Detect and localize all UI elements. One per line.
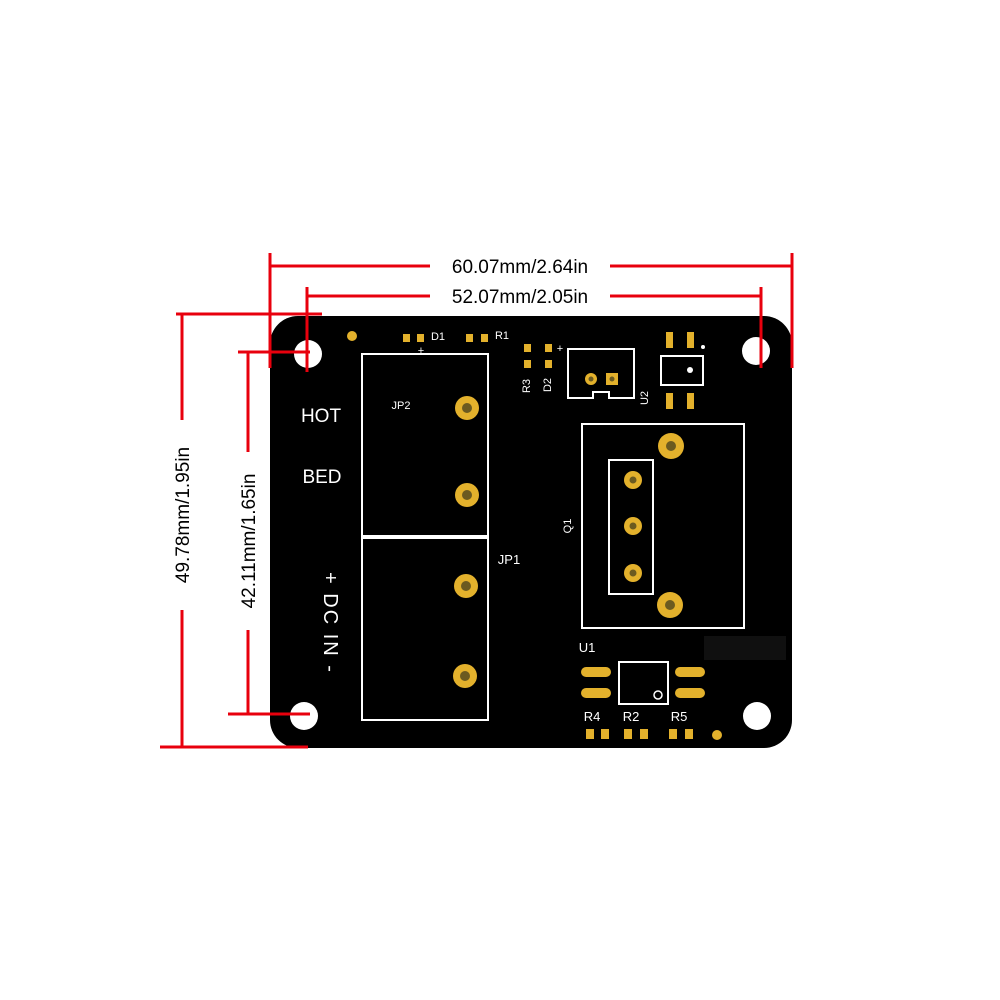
- jp2-outline: [361, 353, 489, 537]
- r3-pad-2: [524, 360, 531, 368]
- u1-pad-right-1: [675, 667, 705, 677]
- fiducial-bottom: [712, 730, 722, 740]
- sot-pad-1: [666, 332, 673, 348]
- jp2-pad-1-hole: [462, 403, 472, 413]
- sot-pad-2: [687, 332, 694, 348]
- mounting-hole-bottom-left: [290, 702, 318, 730]
- r3-pad-1: [524, 344, 531, 352]
- q1-heatsink-outline: [581, 423, 745, 629]
- u1-pad-left-1: [581, 667, 611, 677]
- sot-pin1-dot: [687, 367, 693, 373]
- sot-pad-4: [687, 393, 694, 409]
- u2-pin-2-hole: [609, 376, 615, 382]
- q1-pin-1-hole: [629, 476, 637, 484]
- jp1-outline: [361, 537, 489, 721]
- q1-pin-3-hole: [629, 569, 637, 577]
- q1-pin-2-hole: [629, 522, 637, 530]
- dim-hole-width-label: 52.07mm/2.05in: [452, 287, 588, 308]
- dimension-lines: [160, 253, 794, 749]
- q1-transistor-outline: [608, 459, 654, 595]
- u2-pin-1-hole: [588, 376, 594, 382]
- u1-outline: [618, 661, 669, 705]
- fiducial-top: [347, 331, 357, 341]
- r1-pad-1: [466, 334, 473, 342]
- label-jp2: JP2: [392, 400, 411, 412]
- d2-pad-2: [545, 360, 552, 368]
- label-r1: R1: [495, 330, 509, 342]
- u1-pad-right-2: [675, 688, 705, 698]
- mounting-hole-bottom-right: [743, 702, 771, 730]
- q1-mount-hole-bottom: [665, 600, 675, 610]
- r4-pad-2: [601, 729, 609, 739]
- label-r3: R3: [521, 379, 533, 393]
- jp1-pads: [453, 574, 478, 688]
- jp1-pad-2-hole: [460, 671, 470, 681]
- r5-pad-2: [685, 729, 693, 739]
- mounting-hole-top-right: [742, 337, 770, 365]
- sot-marker-dot: [701, 345, 705, 349]
- sot-outline: [660, 355, 704, 386]
- u1-pad-left-2: [581, 688, 611, 698]
- dim-outer-height-label: 49.78mm/1.95in: [173, 447, 194, 583]
- label-r2: R2: [623, 709, 640, 724]
- label-d1: D1: [431, 331, 445, 343]
- board-shadow-patch: [704, 636, 786, 660]
- label-q1: Q1: [562, 519, 574, 534]
- label-u2: U2: [639, 391, 651, 405]
- jp2-pad-2-hole: [462, 490, 472, 500]
- d1-pad-1: [403, 334, 410, 342]
- jp2-pads: [455, 396, 479, 507]
- r2-pad-2: [640, 729, 648, 739]
- d2-pad-1: [545, 344, 552, 352]
- label-r5: R5: [671, 709, 688, 724]
- label-dc-in: + DC IN -: [319, 572, 341, 674]
- label-d1-plus: +: [418, 345, 424, 357]
- dim-outer-width-label: 60.07mm/2.64in: [452, 257, 588, 278]
- d1-pad-2: [417, 334, 424, 342]
- q1-mount-hole-top: [666, 441, 676, 451]
- label-u1: U1: [579, 640, 596, 655]
- label-d2-plus: +: [557, 343, 563, 355]
- r5-pad-1: [669, 729, 677, 739]
- u1-pin1-marker: [653, 690, 663, 700]
- label-bed: BED: [302, 467, 341, 488]
- r4-pad-1: [586, 729, 594, 739]
- label-hot: HOT: [301, 406, 342, 427]
- label-r4: R4: [584, 709, 601, 724]
- r1-pad-2: [481, 334, 488, 342]
- sot-pad-3: [666, 393, 673, 409]
- u2-header-outline: [567, 348, 635, 399]
- r2-pad-1: [624, 729, 632, 739]
- label-jp1: JP1: [498, 552, 520, 567]
- label-d2: D2: [542, 378, 554, 392]
- jp1-pad-1-hole: [461, 581, 471, 591]
- dim-hole-height-label: 42.11mm/1.65in: [239, 474, 260, 609]
